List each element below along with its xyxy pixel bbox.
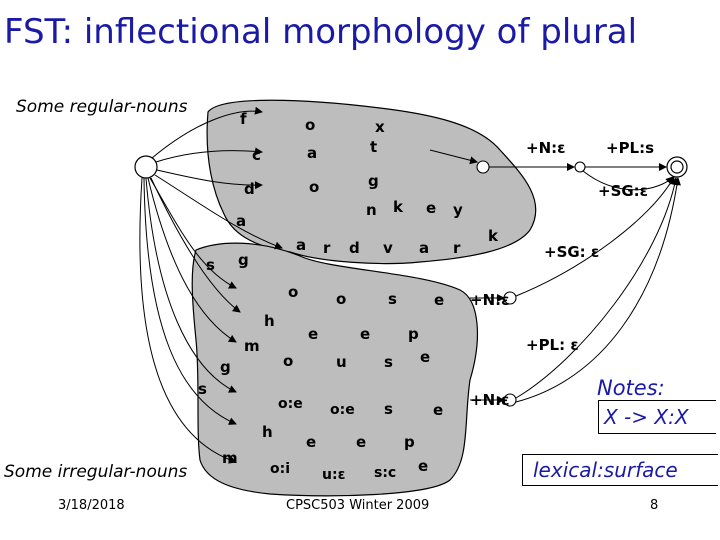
- arc-start-h-irr: [143, 177, 237, 425]
- label-r1: r: [323, 239, 331, 257]
- arc-start-s: [149, 177, 237, 289]
- label-d1: d: [244, 180, 255, 198]
- label-s4: s: [198, 380, 207, 398]
- label-h1: h: [264, 312, 275, 330]
- label-e8: e: [356, 433, 366, 451]
- label-g3: g: [220, 358, 231, 376]
- notes-lexical-surface: lexical:surface: [522, 454, 718, 486]
- notes-rule-box: [598, 400, 716, 434]
- arc-start-s-irr: [145, 177, 237, 393]
- label-o4: o: [336, 290, 346, 308]
- label-o1: o: [305, 116, 315, 134]
- label-v: v: [383, 239, 393, 257]
- slide-title: FST: inflectional morphology of plural: [4, 12, 638, 52]
- label-e2: e: [434, 291, 444, 309]
- final-state-inner: [670, 160, 684, 174]
- label-k1: k: [393, 198, 404, 216]
- label-n-eps-top: +N:ε: [526, 139, 565, 157]
- arc-start-c: [155, 147, 263, 163]
- label-e7: e: [306, 433, 316, 451]
- label-g1: g: [368, 172, 379, 190]
- label-s1: s: [206, 256, 215, 274]
- label-r2: r: [453, 239, 461, 257]
- label-s2: s: [388, 290, 397, 308]
- label-sg-eps-mid: +SG: ε: [544, 243, 599, 261]
- footer-date: 3/18/2018: [58, 498, 125, 513]
- regular-nouns-label: Some regular-nouns: [16, 97, 188, 117]
- label-u1: u: [336, 353, 347, 371]
- label-n-eps-mid: +N:ε: [470, 291, 509, 309]
- label-sc: s:c: [374, 465, 396, 481]
- label-p1: p: [408, 325, 419, 343]
- arc-low-to-final: [515, 177, 681, 403]
- label-a3: a: [296, 236, 306, 254]
- arc-start-m: [147, 177, 237, 343]
- label-g2: g: [238, 251, 249, 269]
- label-e3: e: [308, 325, 318, 343]
- footer-page-number: 8: [650, 498, 659, 513]
- arc-sg-mid: [515, 176, 675, 297]
- arc-start-a: [154, 174, 283, 250]
- state-n-top: [574, 161, 586, 173]
- label-c: c: [252, 146, 261, 164]
- label-k2: k: [488, 227, 499, 245]
- label-ue: u:ε: [322, 467, 345, 483]
- arc-pl-mid: [515, 177, 679, 399]
- label-d2: d: [349, 239, 360, 257]
- label-pl-s: +PL:s: [606, 139, 654, 157]
- label-a1: a: [307, 144, 317, 162]
- notes-title: Notes:: [597, 376, 665, 400]
- state-nouns-top: [476, 160, 490, 174]
- start-state: [134, 155, 158, 179]
- label-m2: m: [222, 449, 238, 467]
- notes-rule: X -> X:X: [604, 405, 689, 429]
- label-oe1: o:e: [278, 396, 303, 412]
- arc-start-g: [150, 177, 241, 313]
- arc-start-f: [151, 106, 263, 159]
- label-e4: e: [360, 325, 370, 343]
- label-x: x: [375, 118, 385, 136]
- label-sg-eps-top: +SG:ε: [598, 182, 648, 200]
- label-e5: e: [420, 348, 430, 366]
- label-s3: s: [384, 353, 393, 371]
- label-y: y: [453, 201, 463, 219]
- label-s5: s: [384, 400, 393, 418]
- label-e1: e: [426, 199, 436, 217]
- label-pl-eps: +PL: ε: [526, 336, 579, 354]
- label-oi: o:i: [270, 461, 290, 477]
- label-f: f: [240, 110, 247, 128]
- label-e6: e: [433, 401, 443, 419]
- irregular-nouns-label: Some irregular-nouns: [4, 462, 188, 482]
- arc-start-m-irr: [139, 177, 237, 464]
- label-m1: m: [244, 337, 260, 355]
- label-a4: a: [419, 239, 429, 257]
- label-h2: h: [262, 423, 273, 441]
- arc-regular-exit: [429, 149, 478, 165]
- label-n-eps-low: +N:ε: [470, 391, 509, 409]
- arc-start-d: [156, 169, 263, 190]
- label-n: n: [366, 201, 377, 219]
- label-o2: o: [309, 178, 319, 196]
- label-e9: e: [418, 457, 428, 475]
- label-oe2: o:e: [330, 402, 355, 418]
- footer-course: CPSC503 Winter 2009: [286, 498, 430, 513]
- label-a2: a: [236, 212, 246, 230]
- label-o5: o: [283, 352, 293, 370]
- regular-nouns-region: [206, 99, 537, 265]
- label-p2: p: [404, 433, 415, 451]
- label-t: t: [370, 138, 377, 156]
- label-o3: o: [288, 283, 298, 301]
